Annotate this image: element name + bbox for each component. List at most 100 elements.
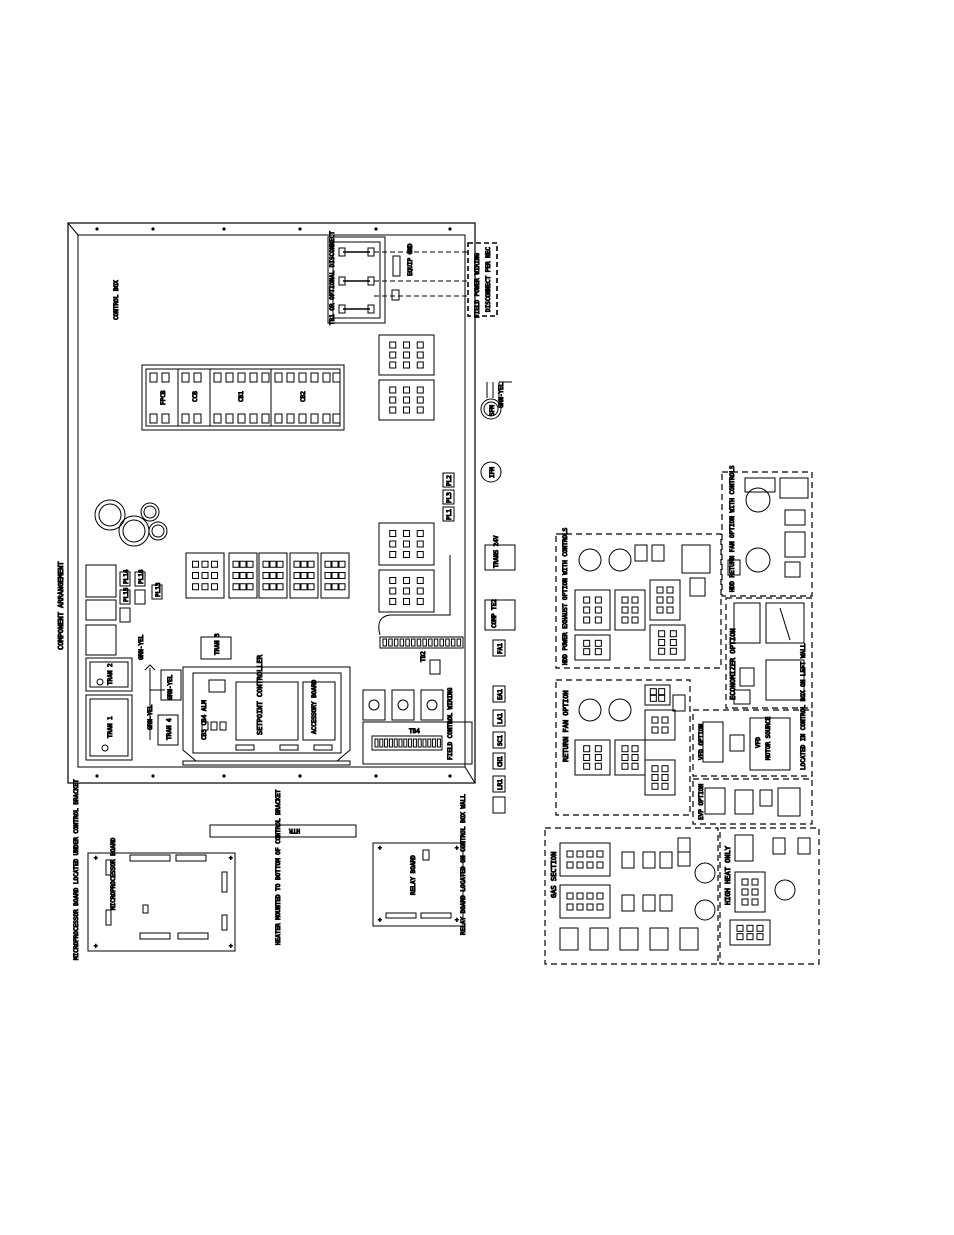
contactor-body: [644, 759, 676, 796]
contactor-body: [649, 624, 686, 661]
trans-24v: TRANS 24V COMP TE2: [484, 535, 516, 631]
cb-terminal-bottom: [310, 413, 319, 424]
contactor-terminal: [669, 639, 677, 646]
contactor-body: [378, 334, 435, 376]
contactor-terminal: [403, 540, 410, 548]
trans-24v-label: TRANS 24V: [493, 535, 500, 568]
tb4-terminal: [398, 738, 403, 748]
pgv1: [621, 894, 635, 912]
tb2-terminal: [411, 638, 416, 647]
cb-terminal-top: [332, 372, 341, 383]
option-panels: [544, 471, 820, 965]
heater-mounted-label: HEATER MOUNTED TO BOTTOM OF CONTROL BRAC…: [275, 789, 282, 945]
contactor-terminal: [576, 861, 584, 869]
contactor-terminal: [293, 560, 301, 568]
comp-te2-label: COMP TE2: [491, 599, 498, 628]
contactor-body: [378, 569, 435, 613]
cb-terminal-top: [274, 372, 283, 383]
contactor-terminal: [621, 754, 629, 761]
pl3-label: PL3: [446, 492, 453, 503]
contactor-terminal: [631, 606, 639, 614]
contactor-terminal: [656, 596, 664, 604]
tran-bottom-label: TRAN 4: [166, 718, 173, 740]
contactor-body: [574, 589, 611, 631]
contactor-terminal: [661, 765, 669, 773]
contactor-body: [228, 552, 258, 599]
setpoint-controller-assembly: TRAN 3 CB3 CB4 ALM SETPOINT CONTROLLER A…: [182, 632, 351, 766]
tb4-terminal: [403, 738, 408, 748]
contactor-terminal: [307, 572, 315, 579]
tb2-terminal: [388, 638, 393, 647]
tb4-terminal: [393, 738, 398, 748]
hdd-power-exhaust-panel: [555, 533, 722, 669]
contactor-terminal: [416, 530, 424, 537]
contactor-terminal: [403, 587, 410, 595]
contactor-terminal: [276, 572, 284, 579]
cb-terminal-bottom: [181, 413, 190, 424]
contactor-terminal: [566, 892, 574, 900]
tb4-terminal: [374, 738, 379, 748]
contactor-terminal: [416, 396, 424, 404]
contactor-terminal: [192, 572, 199, 579]
control-box-inner: [77, 234, 466, 768]
cb-terminal-top: [149, 372, 158, 383]
contactor-terminal: [594, 754, 602, 761]
heater: HTR HEATER MOUNTED TO BOTTOM OF CONTROL …: [209, 789, 357, 946]
tb4-terminal: [422, 738, 427, 748]
contactor-terminal: [389, 351, 397, 359]
economizer-board: [733, 602, 761, 644]
fa1-label: FA1: [497, 643, 504, 654]
contactor-body: [614, 739, 646, 776]
contactor-terminal: [631, 616, 639, 624]
contactor-terminal: [751, 878, 759, 886]
plug: [651, 544, 665, 562]
sc: [797, 837, 811, 855]
contactor-terminal: [201, 560, 209, 568]
contactor-terminal: [658, 688, 666, 696]
cb-terminal-bottom: [261, 413, 270, 424]
contactor-terminal: [656, 606, 664, 614]
field-power-label: FIELD POWER WIRING: [474, 253, 481, 318]
svg-text:+: +: [378, 917, 382, 924]
contactor-terminal: [338, 583, 346, 591]
economizer-panel: [725, 597, 813, 709]
option-panel-titles: HDD POWER EXHAUST OPTION WITH CONTROLS H…: [550, 465, 808, 906]
motors: SFM IFM GRN-YEL: [480, 381, 512, 483]
contactor-terminal: [331, 572, 339, 579]
cbo1: [694, 862, 716, 884]
contactor-terminal: [631, 754, 639, 761]
contactor-terminal: [403, 351, 410, 359]
svg-text:+: +: [94, 943, 98, 950]
cbo: [774, 879, 796, 901]
contactor-terminal: [594, 596, 602, 604]
cb-terminal-bottom: [249, 413, 258, 424]
contactor-terminal: [269, 560, 277, 568]
contactor-terminal: [232, 560, 240, 568]
contactor-terminal: [658, 694, 666, 702]
contactor-terminal: [576, 892, 584, 900]
contactor-terminal: [583, 745, 591, 753]
contactor-terminal: [416, 551, 424, 558]
option-panel-components: [559, 477, 811, 951]
cb-terminal-top: [298, 372, 307, 383]
svg-text:+: +: [455, 917, 459, 924]
contactor-terminal: [389, 406, 397, 414]
contactor-terminal: [583, 606, 591, 614]
pl2-label: PL2: [446, 475, 453, 486]
contactor-terminal: [586, 892, 594, 900]
contactor-terminal: [583, 762, 591, 770]
small-relays: [362, 689, 444, 721]
contactor-terminal: [416, 351, 424, 359]
tb4-terminal: [384, 738, 389, 748]
contactor-terminal: [211, 572, 218, 579]
contactor-terminal: [307, 583, 315, 591]
contactor-terminal: [403, 577, 410, 584]
contactor-terminal: [324, 572, 332, 579]
contactor-terminal: [583, 648, 591, 656]
cb1-label: CB1: [238, 391, 245, 402]
contactor-terminal: [211, 560, 218, 568]
pl14: [772, 837, 786, 855]
contactor-terminal: [594, 616, 602, 624]
transformers: TRAN 2 TRAN 1 GRN-YEL GRN-YEL GRN-YEL TR…: [85, 634, 182, 761]
tb2-terminal: [456, 638, 462, 647]
